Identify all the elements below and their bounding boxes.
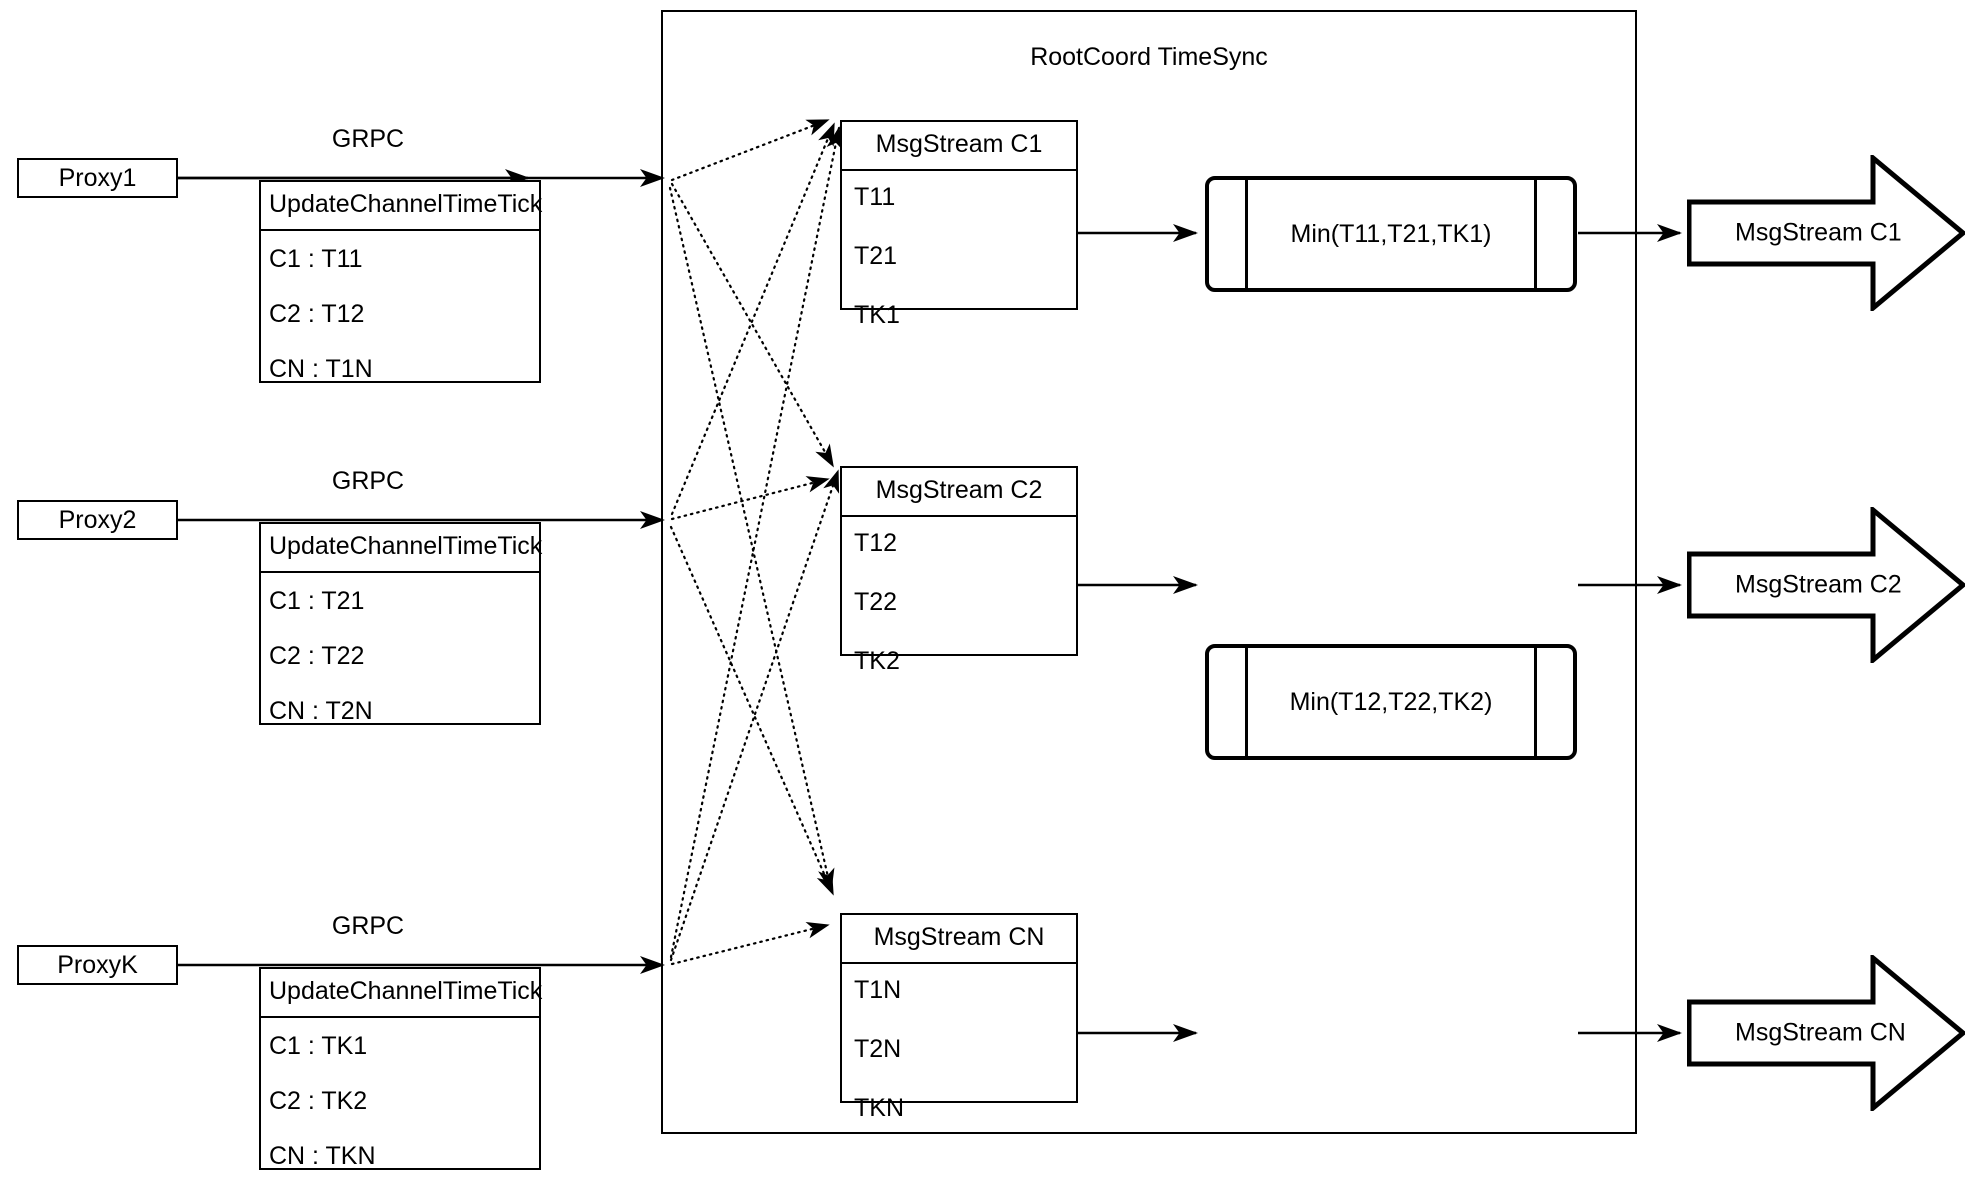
update-channel-timetick-box-1: UpdateChannelTimeTick C1 : T11 C2 : T12 … [259,180,542,383]
timetick-row: CN : TKN [269,1142,376,1170]
grpc-label-1: GRPC [331,125,405,153]
timetick-row: C1 : TK1 [269,1032,368,1060]
timetick-row: C2 : T12 [269,300,365,328]
arrow-shape-icon [1687,955,1965,1111]
update-channel-timetick-box-3: UpdateChannelTimeTick C1 : TK1 C2 : TK2 … [259,967,542,1170]
msgstream-row: T11 [854,183,896,211]
proxy-label-1: Proxy1 [58,163,137,192]
output-arrow-label-3: MsgStream CN [1735,1018,1906,1047]
timetick-title-1: UpdateChannelTimeTick [261,182,542,231]
output-arrow-label-1: MsgStream C1 [1735,218,1902,247]
timetick-row: C2 : TK2 [269,1087,368,1115]
grpc-label-2: GRPC [331,467,405,495]
timetick-row: CN : T1N [269,355,373,383]
output-arrow-3: MsgStream CN [1687,955,1965,1111]
msgstream-box-1: MsgStream C1 T11 T21 TK1 [840,120,1078,329]
proxy-label-2: Proxy2 [58,505,137,534]
proxy-label-3: ProxyK [57,950,138,979]
timetick-row: C2 : T22 [269,642,365,670]
msgstream-row: TK2 [854,647,900,675]
timetick-row: C1 : T21 [269,587,365,615]
msgstream-box-2: MsgStream C2 T12 T22 TK2 [840,466,1078,675]
update-channel-timetick-box-2: UpdateChannelTimeTick C1 : T21 C2 : T22 … [259,522,542,725]
proxy-box-3[interactable]: ProxyK [17,945,178,985]
output-arrow-label-2: MsgStream C2 [1735,570,1902,599]
msgstream-title-1: MsgStream C1 [842,122,1076,171]
msgstream-row: T2N [854,1035,902,1063]
arrow-shape-icon [1687,155,1965,311]
msgstream-title-3: MsgStream CN [842,915,1076,964]
min-process-2: Min(T12,T22,TK2) [1205,644,1577,760]
msgstream-row: T12 [854,529,898,557]
grpc-label-3: GRPC [331,912,405,940]
min-process-1: Min(T11,T21,TK1) [1205,176,1577,292]
msgstream-row: T21 [854,242,898,270]
output-arrow-1: MsgStream C1 [1687,155,1965,311]
msgstream-row: T22 [854,588,898,616]
rootcoord-timesync-title: RootCoord TimeSync [1030,43,1268,71]
min-label-1: Min(T11,T21,TK1) [1290,219,1492,248]
proxy-box-2[interactable]: Proxy2 [17,500,178,540]
msgstream-title-2: MsgStream C2 [842,468,1076,517]
msgstream-row: TKN [854,1094,904,1122]
msgstream-row: T1N [854,976,902,1004]
output-arrow-2: MsgStream C2 [1687,507,1965,663]
rootcoord-timesync-container [661,10,1637,1134]
timetick-title-2: UpdateChannelTimeTick [261,524,542,573]
msgstream-row: TK1 [854,301,900,329]
msgstream-box-3: MsgStream CN T1N T2N TKN [840,913,1078,1122]
timetick-title-3: UpdateChannelTimeTick [261,969,542,1018]
timetick-row: CN : T2N [269,697,373,725]
proxy-box-1[interactable]: Proxy1 [17,158,178,198]
arrow-shape-icon [1687,507,1965,663]
min-label-2: Min(T12,T22,TK2) [1289,687,1493,716]
timetick-row: C1 : T11 [269,245,363,273]
